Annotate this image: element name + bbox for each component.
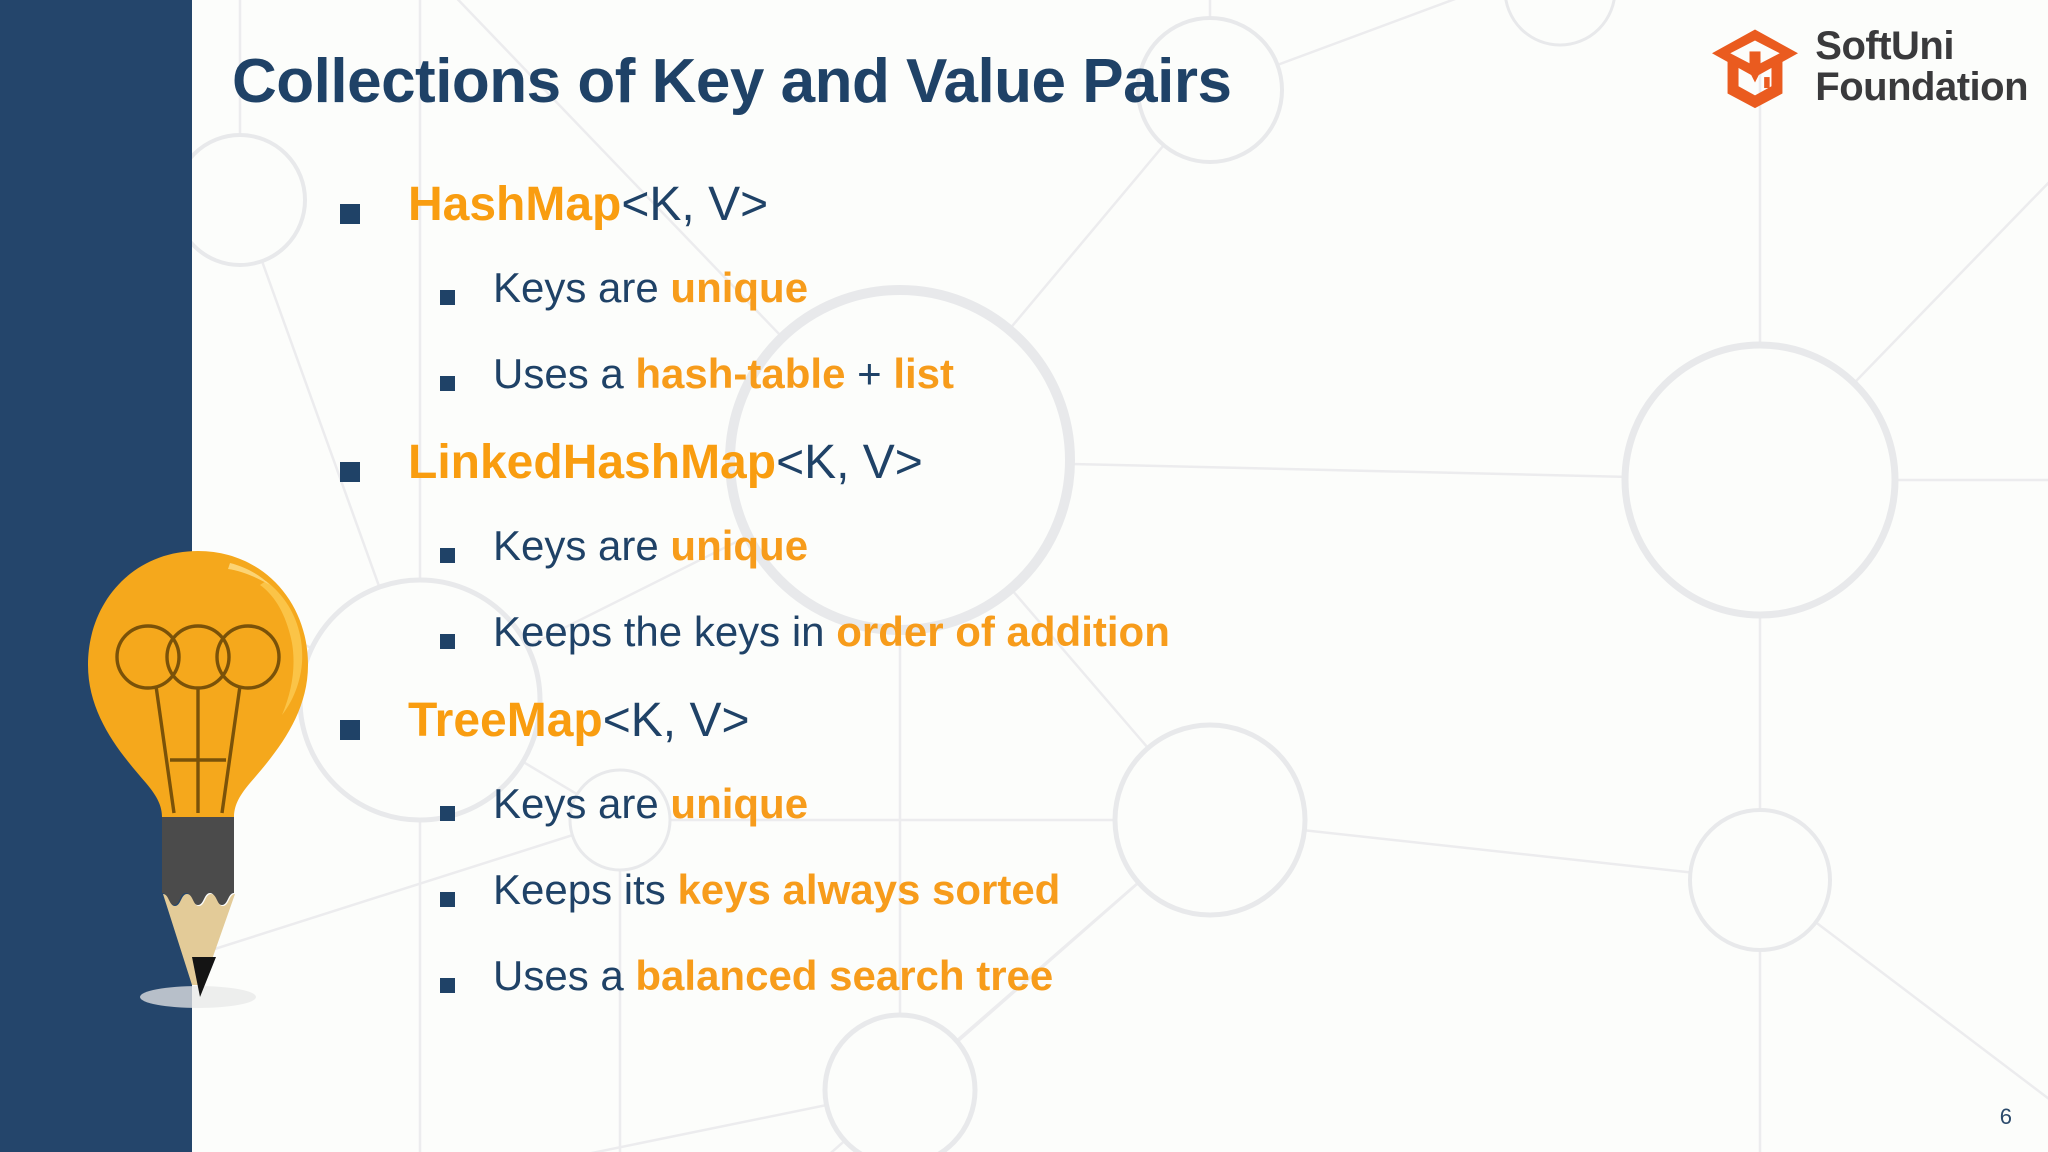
bullet-item: Keeps its keys always sorted: [440, 866, 1840, 952]
bullet-item: Uses a hash-table + list: [440, 350, 1840, 436]
bullet-plain: Keeps its: [493, 866, 678, 913]
bullet-text: Keys are unique: [493, 780, 808, 827]
bullet-text: Uses a balanced search tree: [493, 952, 1053, 999]
bullet-text: Keeps the keys in order of addition: [493, 608, 1170, 655]
bullet-item: HashMap<K, V>: [340, 178, 1840, 264]
bullet-square-icon: [340, 462, 360, 482]
bullet-item: Keys are unique: [440, 780, 1840, 866]
bullet-plain: Uses a: [493, 350, 636, 397]
bullet-text: LinkedHashMap<K, V>: [408, 436, 923, 490]
bullet-item: Keys are unique: [440, 264, 1840, 350]
bullet-keyword: TreeMap: [408, 694, 603, 747]
bullet-plain: Keys are: [493, 522, 671, 569]
bullet-item: Keeps the keys in order of addition: [440, 608, 1840, 694]
bullet-text: Keys are unique: [493, 264, 808, 311]
bullet-square-icon: [440, 634, 455, 649]
bullet-plain: <K, V>: [776, 436, 923, 489]
softuni-foundation-logo: SoftUni Foundation: [1709, 24, 2028, 110]
bullet-square-icon: [440, 978, 455, 993]
bullet-keyword: balanced search tree: [635, 952, 1054, 999]
bullet-plain: <K, V>: [602, 694, 750, 747]
bullet-plain: Keys are: [493, 264, 671, 311]
bullet-text: TreeMap<K, V>: [408, 694, 750, 748]
bullet-square-icon: [340, 720, 360, 740]
bullet-item: TreeMap<K, V>: [340, 694, 1840, 780]
bullet-keyword: HashMap: [408, 178, 622, 231]
bullet-plain: Uses a: [493, 952, 636, 999]
bullet-keyword: unique: [670, 780, 809, 827]
bullet-text: HashMap<K, V>: [408, 178, 768, 232]
bullet-keyword: order of addition: [836, 608, 1170, 655]
bullet-square-icon: [440, 290, 455, 305]
bullet-square-icon: [340, 204, 360, 224]
bullet-plain: Keeps the keys in: [493, 608, 837, 655]
bullet-square-icon: [440, 892, 455, 907]
logo-text-line2: Foundation: [1815, 65, 2028, 109]
bullet-item: LinkedHashMap<K, V>: [340, 436, 1840, 522]
bullet-plain: +: [845, 350, 894, 397]
bullet-item: Uses a balanced search tree: [440, 952, 1840, 1038]
page-number: 6: [1999, 1104, 2012, 1129]
bullet-plain: Keys are: [493, 780, 671, 827]
bullet-keyword: list: [893, 350, 954, 397]
page-title: Collections of Key and Value Pairs: [232, 47, 1232, 116]
logo-text-line1: SoftUni: [1815, 24, 1954, 69]
lightbulb-pencil-icon: [88, 551, 308, 1008]
bullet-item: Keys are unique: [440, 522, 1840, 608]
bullet-square-icon: [440, 806, 455, 821]
bullet-text: Uses a hash-table + list: [493, 350, 954, 397]
bullet-keyword: LinkedHashMap: [408, 436, 777, 489]
bullet-keyword: unique: [670, 522, 809, 569]
bullet-keyword: keys always sorted: [677, 866, 1061, 913]
bullet-plain: <K, V>: [621, 178, 769, 231]
bullet-keyword: unique: [670, 264, 809, 311]
bullet-text: Keeps its keys always sorted: [493, 866, 1060, 913]
graduation-cap-icon: [1712, 29, 1799, 109]
bullet-square-icon: [440, 376, 455, 391]
bullet-square-icon: [440, 548, 455, 563]
bullet-text: Keys are unique: [493, 522, 808, 569]
bullet-keyword: hash-table: [635, 350, 846, 397]
